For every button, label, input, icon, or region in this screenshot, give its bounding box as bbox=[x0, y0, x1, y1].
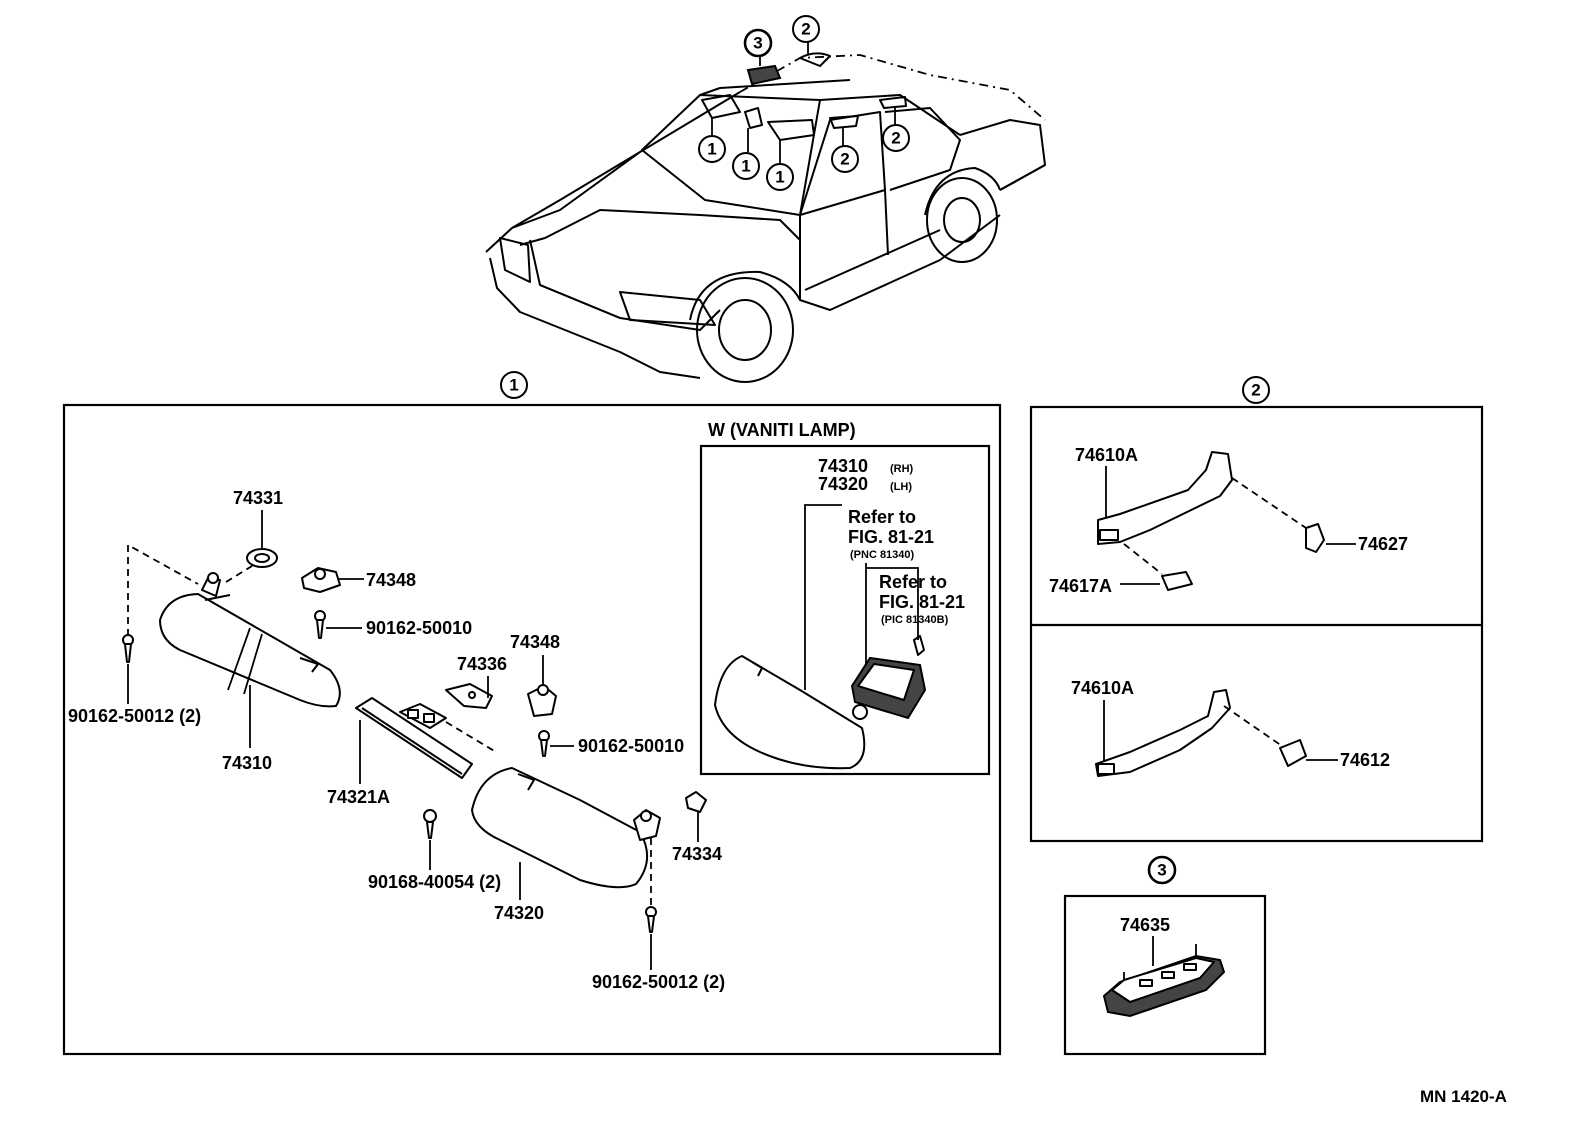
car-mirror bbox=[744, 107, 763, 129]
car-illustration bbox=[485, 42, 1046, 383]
callout-3-a: 3 bbox=[743, 28, 773, 58]
svg-text:2: 2 bbox=[891, 129, 900, 148]
section-1-frame bbox=[62, 403, 1002, 1056]
car-grip-front bbox=[829, 115, 859, 129]
label-90162-50012-a: 90162-50012 (2) bbox=[68, 706, 201, 726]
section-1-header: 1 bbox=[500, 371, 528, 399]
label-74612: 74612 bbox=[1340, 750, 1390, 770]
part-74336-clip bbox=[445, 683, 493, 709]
car-visor-right bbox=[767, 119, 815, 141]
svg-text:2: 2 bbox=[1251, 381, 1260, 400]
label-74348-a: 74348 bbox=[366, 570, 416, 590]
inset-refer1-line3: (PNC 81340) bbox=[850, 549, 915, 561]
inset-refer1-line2: FIG. 81-21 bbox=[848, 527, 934, 547]
inset-visor bbox=[714, 655, 866, 770]
vanity-lamp-inset bbox=[699, 444, 991, 776]
part-screw-90162-50012-b bbox=[645, 906, 657, 933]
label-90168-40054: 90168-40054 (2) bbox=[368, 872, 501, 892]
part-assist-grip-74610A-upper bbox=[1097, 451, 1233, 545]
inset-vanity-lamp bbox=[850, 656, 927, 720]
callout-1-b: 1 bbox=[732, 152, 760, 180]
part-assist-grip-74610A-lower bbox=[1095, 689, 1231, 777]
inset-part-74310: 74310 bbox=[818, 456, 868, 476]
part-screw-90162-50010-a bbox=[314, 610, 326, 639]
part-74635-interior-lamp bbox=[1102, 944, 1226, 1018]
section-3-header: 3 bbox=[1147, 855, 1177, 885]
inset-refer2-line1: Refer to bbox=[879, 572, 947, 592]
inset-refer1-line1: Refer to bbox=[848, 507, 916, 527]
part-74348-bracket-b bbox=[527, 684, 557, 717]
label-74635: 74635 bbox=[1120, 915, 1170, 935]
part-74617A-cover bbox=[1161, 571, 1193, 591]
label-90162-50012-b: 90162-50012 (2) bbox=[592, 972, 725, 992]
label-90162-50010-a: 90162-50010 bbox=[366, 618, 472, 638]
label-74336: 74336 bbox=[457, 654, 507, 674]
part-74612-cover bbox=[1279, 739, 1307, 767]
part-visor-74310 bbox=[159, 572, 341, 708]
inset-refer2-line3: (PIC 81340B) bbox=[881, 614, 949, 626]
callout-2-c: 2 bbox=[792, 15, 820, 43]
label-74321A: 74321A bbox=[327, 787, 390, 807]
part-74627-cover bbox=[1305, 523, 1325, 553]
section-2-header: 2 bbox=[1242, 376, 1270, 404]
inset-refer2-line2: FIG. 81-21 bbox=[879, 592, 965, 612]
label-74610A-lower: 74610A bbox=[1071, 678, 1134, 698]
inset-rh-label: (RH) bbox=[890, 463, 914, 475]
svg-text:1: 1 bbox=[775, 168, 784, 187]
label-74331: 74331 bbox=[233, 488, 283, 508]
figure-code: MN 1420-A bbox=[1420, 1087, 1507, 1106]
car-grip-roof bbox=[799, 52, 831, 67]
part-screw-90168-40054 bbox=[423, 809, 437, 839]
svg-text:1: 1 bbox=[741, 157, 750, 176]
svg-text:3: 3 bbox=[1157, 861, 1166, 880]
label-74334: 74334 bbox=[672, 844, 722, 864]
part-74331-cap bbox=[246, 548, 278, 568]
callout-2-b: 2 bbox=[882, 124, 910, 152]
svg-text:2: 2 bbox=[840, 150, 849, 169]
label-74320: 74320 bbox=[494, 903, 544, 923]
inset-lh-label: (LH) bbox=[890, 481, 912, 493]
svg-text:2: 2 bbox=[801, 20, 810, 39]
section-3-frame bbox=[1063, 894, 1267, 1056]
part-screw-90162-50010-b bbox=[538, 730, 550, 757]
callout-2-a: 2 bbox=[831, 145, 859, 173]
car-grip-rear bbox=[879, 96, 907, 109]
part-visor-74320 bbox=[471, 767, 661, 889]
car-dome-lamp bbox=[746, 64, 782, 86]
label-74310: 74310 bbox=[222, 753, 272, 773]
svg-text:1: 1 bbox=[509, 376, 518, 395]
inset-title: W (VANITI LAMP) bbox=[708, 420, 856, 440]
svg-text:1: 1 bbox=[707, 140, 716, 159]
part-screw-90162-50012-a bbox=[122, 634, 134, 663]
label-74617A: 74617A bbox=[1049, 576, 1112, 596]
label-74610A-upper: 74610A bbox=[1075, 445, 1138, 465]
callout-1-c: 1 bbox=[766, 163, 794, 191]
part-74348-bracket-a bbox=[301, 567, 341, 593]
inset-part-74320: 74320 bbox=[818, 474, 868, 494]
callout-1-a: 1 bbox=[698, 135, 726, 163]
part-mirror-74321A bbox=[355, 697, 473, 779]
label-90162-50010-b: 90162-50010 bbox=[578, 736, 684, 756]
svg-text:3: 3 bbox=[753, 34, 762, 53]
car-visor-left bbox=[701, 94, 741, 119]
part-74334-cap bbox=[685, 791, 707, 813]
inset-bulb bbox=[913, 635, 925, 656]
label-74627: 74627 bbox=[1358, 534, 1408, 554]
label-74348-b: 74348 bbox=[510, 632, 560, 652]
